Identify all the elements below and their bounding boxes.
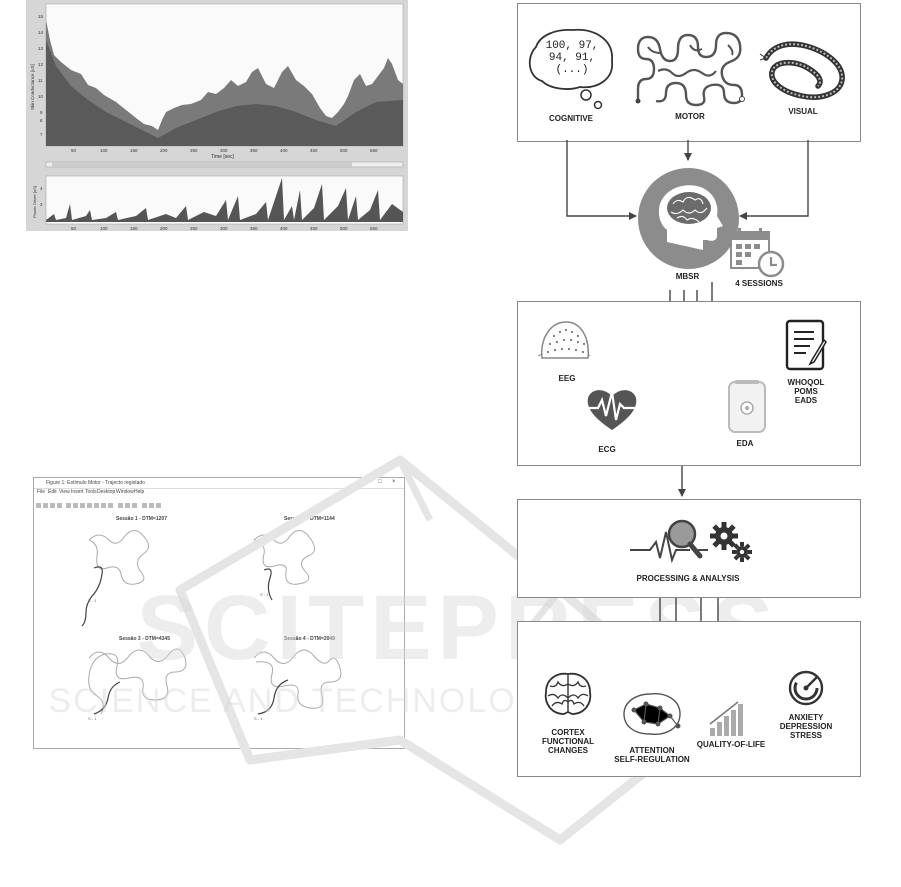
- qol-label: QUALITY-OF-LIFE: [696, 740, 766, 749]
- svg-text:10: 10: [38, 94, 44, 99]
- svg-text:550: 550: [370, 148, 378, 153]
- eda-device-icon: [728, 380, 766, 433]
- svg-text:300: 300: [220, 148, 228, 153]
- svg-text:12: 12: [38, 62, 44, 67]
- menu-file[interactable]: File: [37, 489, 46, 495]
- svg-text:4: 4: [40, 186, 43, 191]
- maze-path-icon: [635, 31, 745, 107]
- svg-text:500: 500: [340, 148, 348, 153]
- svg-text:150: 150: [130, 148, 138, 153]
- processing-icon: [630, 519, 752, 564]
- menu-desktop[interactable]: Desktop: [97, 489, 116, 495]
- menu-window[interactable]: Window: [116, 489, 134, 495]
- svg-text:2: 2: [40, 202, 43, 207]
- svg-text:14: 14: [38, 30, 44, 35]
- cortex-label-3: CHANGES: [547, 746, 588, 755]
- svg-text:200: 200: [160, 148, 168, 153]
- cognitive-stimulus: 100, 97, 94, 91, (...): [526, 27, 618, 112]
- svg-text:150: 150: [130, 226, 138, 231]
- brain-cortex-icon: [544, 672, 592, 715]
- motor-label: MOTOR: [675, 112, 705, 121]
- eda-label: EDA: [736, 439, 754, 448]
- cognitive-label: COGNITIVE: [548, 114, 593, 123]
- svg-text:50: 50: [71, 148, 77, 153]
- svg-text:S - 1: S - 1: [88, 716, 97, 721]
- svg-text:450: 450: [310, 148, 318, 153]
- svg-text:400: 400: [280, 148, 288, 153]
- attention-network-icon: [623, 693, 681, 735]
- skin-conductance-svg: 15 14 13 12 11 10 9 8 7 50 100 150 200 2…: [30, 3, 404, 231]
- calendar-clock-icon: [730, 228, 785, 278]
- svg-text:13: 13: [38, 46, 44, 51]
- svg-text:8: 8: [40, 118, 43, 123]
- lower-ylabel: Phasic Driver [uS]: [32, 186, 37, 218]
- window-title: Figure 1: Estímulo Motor - Trajecto regi…: [46, 480, 145, 486]
- bar-growth-icon: [709, 701, 743, 736]
- attention-label-2: SELF-REGULATION: [614, 755, 690, 764]
- menu-insert[interactable]: Insert: [71, 489, 84, 495]
- eeg-label: EEG: [558, 374, 576, 383]
- snake-icon: [759, 41, 845, 100]
- svg-text:350: 350: [250, 226, 258, 231]
- skin-ylabel: Skin Conductance [uS]: [30, 64, 35, 110]
- sessions-label: 4 SESSIONS: [735, 279, 783, 288]
- attention-label-1: ATTENTION: [629, 746, 675, 755]
- visual-label: VISUAL: [788, 107, 818, 116]
- head-brain-icon: [658, 185, 723, 250]
- questionnaire-icon: [785, 319, 827, 371]
- svg-text:200: 200: [160, 226, 168, 231]
- skin-y-ticks: 15 14 13 12 11 10 9 8 7: [38, 14, 44, 137]
- ecg-label: ECG: [598, 445, 616, 454]
- svg-text:250: 250: [190, 148, 198, 153]
- svg-text:100: 100: [100, 148, 108, 153]
- svg-text:550: 550: [370, 226, 378, 231]
- menu-bar: File Edit View Insert Tools Desktop Wind…: [34, 488, 404, 496]
- anxiety-label-2: DEPRESSION: [779, 722, 833, 731]
- cortex-label-2: FUNCTIONAL: [542, 737, 594, 746]
- anxiety-label-1: ANXIETY: [788, 713, 824, 722]
- menu-tools[interactable]: Tools: [85, 489, 97, 495]
- svg-text:350: 350: [250, 148, 258, 153]
- svg-text:400: 400: [280, 226, 288, 231]
- processing-label: PROCESSING & ANALYSIS: [636, 574, 740, 583]
- svg-text:9: 9: [40, 110, 43, 115]
- menu-edit[interactable]: Edit: [48, 489, 57, 495]
- svg-text:250: 250: [190, 226, 198, 231]
- cortex-label-1: CORTEX: [551, 728, 585, 737]
- toolbar: [36, 496, 196, 508]
- whoqol-label: WHOQOL: [787, 378, 825, 387]
- svg-text:15: 15: [38, 14, 44, 19]
- eeg-cap-icon: [538, 321, 590, 359]
- thought-bubble-icon: [528, 28, 613, 110]
- eads-label: EADS: [794, 396, 818, 405]
- skin-xlabel: Time [sec]: [211, 154, 234, 160]
- session-1-title: Sessão 1 - DTM=1207: [116, 516, 167, 522]
- svg-text:500: 500: [340, 226, 348, 231]
- menu-help[interactable]: Help: [134, 489, 145, 495]
- svg-text:S - 1: S - 1: [88, 598, 97, 603]
- skin-x-ticks: 50 100 150 200 250 300 350 400 450 500 5…: [71, 148, 378, 153]
- session-3-title: Sessão 3 - DTM=4345: [119, 636, 170, 642]
- cognitive-bubble-text: 100, 97, 94, 91, (...): [545, 40, 599, 76]
- processing-panel: [517, 499, 861, 598]
- skin-conductance-figure: 15 14 13 12 11 10 9 8 7 50 100 150 200 2…: [26, 0, 408, 231]
- svg-text:100: 100: [100, 226, 108, 231]
- svg-text:300: 300: [220, 226, 228, 231]
- svg-text:50: 50: [71, 226, 77, 231]
- svg-text:11: 11: [38, 78, 43, 83]
- menu-view[interactable]: View: [59, 489, 70, 495]
- lower-x-ticks: 50 100 150 200 250 300 350 400 450 500 5…: [71, 226, 378, 231]
- stress-gauge-icon: [788, 670, 824, 706]
- svg-text:7: 7: [40, 132, 43, 137]
- anxiety-label-3: STRESS: [789, 731, 822, 740]
- ecg-heart-icon: [586, 390, 638, 430]
- svg-text:450: 450: [310, 226, 318, 231]
- poms-label: POMS: [794, 387, 818, 396]
- mbsr-label: MBSR: [675, 272, 700, 281]
